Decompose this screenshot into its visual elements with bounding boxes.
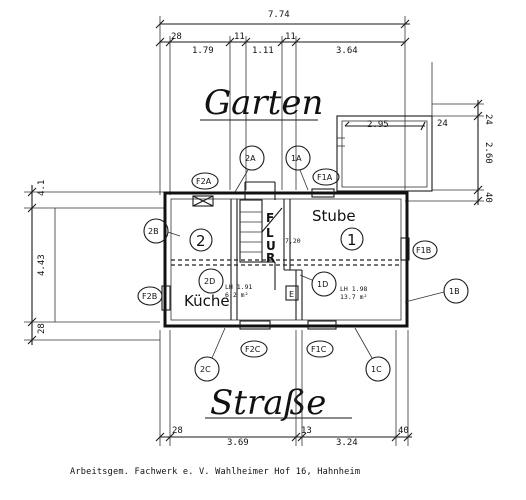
dim-right-seg-3: 40 [483, 192, 493, 203]
dim-annex-width: 2.95 [367, 120, 389, 130]
top-dimension-chain: 7.74 28 1.79 11 1.11 11 3.64 [155, 10, 410, 195]
area-1-line-b: 13.7 m² [340, 293, 367, 301]
dim-right-seg-2: 2.60 [483, 142, 493, 164]
dim-bottom-seg-5: 40 [398, 426, 409, 436]
marker-2c: 2C [200, 365, 211, 374]
dim-left-seg-1: 4.1 [37, 180, 47, 196]
window-tag-f1c: F1C [311, 345, 327, 354]
flur-letter-l: L [266, 226, 274, 240]
room-number-1-circle [340, 227, 364, 251]
marker-1c: 1C [371, 365, 382, 374]
room-label-kueche: Küche [184, 292, 230, 310]
marker-2b: 2B [148, 227, 159, 236]
dim-left-seg-2: 4.43 [37, 254, 47, 276]
dim-bottom-seg-3: 13 [301, 426, 312, 436]
flur-letter-u: U [266, 239, 276, 253]
dim-bottom-seg-2: 3.69 [227, 438, 249, 448]
window-tag-f1a: F1A [317, 173, 333, 182]
staircase [239, 181, 283, 290]
room-label-stube: Stube [312, 207, 356, 225]
section-markers: 2A 1A 2B 2D 1D 2C 1C 1B [143, 145, 469, 382]
bottom-dimension-chain: 28 3.69 13 3.24 40 [155, 330, 413, 448]
left-dimension-chain: 4.1 4.43 28 [24, 180, 165, 345]
room-number-2: 2 [196, 232, 206, 250]
marker-2a: 2A [245, 154, 256, 163]
dim-annex-right: 24 [437, 119, 448, 129]
marker-1a: 1A [291, 154, 302, 163]
small-box-e [285, 285, 299, 301]
street-label: Straße [210, 383, 326, 423]
small-e-label: E [289, 290, 294, 299]
dim-top-seg-4: 1.11 [252, 46, 274, 56]
area-2-line-a: LH 1.91 [225, 283, 252, 291]
marker-1d: 1D [317, 280, 328, 289]
windows [161, 188, 410, 330]
room-number-1: 1 [347, 231, 357, 249]
area-1-line-a: LH 1.98 [340, 285, 367, 293]
window-tag-f2a: F2A [196, 177, 212, 186]
flur-note: 7,20 [285, 237, 301, 245]
room-number-2-circle [189, 228, 213, 252]
caption: Arbeitsgem. Fachwerk e. V. Wahlheimer Ho… [70, 467, 361, 477]
area-2-line-b: 6.2 m² [225, 291, 248, 299]
dim-right-seg-1: 24 [483, 114, 493, 125]
dim-left-seg-3: 28 [37, 323, 47, 334]
window-tag-f1b: F1B [416, 246, 431, 255]
marker-2d: 2D [204, 277, 215, 286]
dim-top-seg-3: 11 [234, 32, 245, 42]
dim-top-seg-2: 1.79 [192, 46, 214, 56]
dim-top-total: 7.74 [268, 10, 290, 20]
annex: 2.95 24 [336, 115, 448, 192]
flur-letter-f: F [266, 211, 274, 225]
window-tags: F2A F1A F2B F2C F1C F1B [137, 168, 438, 358]
dim-bottom-seg-4: 3.24 [336, 438, 358, 448]
marker-1b: 1B [449, 287, 460, 296]
right-dimension-chain: 24 2.60 40 [405, 62, 493, 206]
dim-top-seg-1: 28 [171, 32, 182, 42]
window-tag-f2b: F2B [142, 292, 157, 301]
chimney [192, 195, 214, 207]
dim-bottom-seg-1: 28 [172, 426, 183, 436]
window-tag-f2c: F2C [245, 345, 261, 354]
garden-label: Garten [204, 83, 323, 123]
dim-top-seg-6: 3.64 [336, 46, 358, 56]
dim-top-seg-5: 11 [285, 32, 296, 42]
flur-letter-r: R [266, 251, 275, 265]
